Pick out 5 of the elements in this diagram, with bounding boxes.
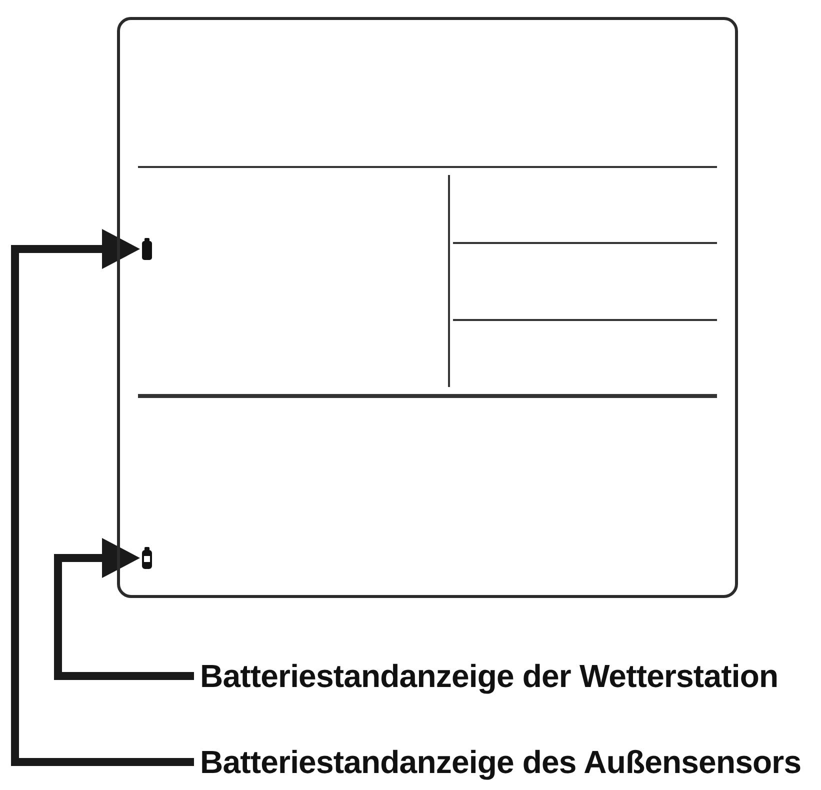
leader-arrow	[54, 538, 194, 680]
display-screen	[117, 17, 738, 598]
callout-text: Batteriestandanzeige des Außensensors	[200, 744, 802, 780]
leader-arrow	[11, 229, 194, 766]
callout-text: Batteriestandanzeige der Wetterstation	[200, 658, 778, 694]
